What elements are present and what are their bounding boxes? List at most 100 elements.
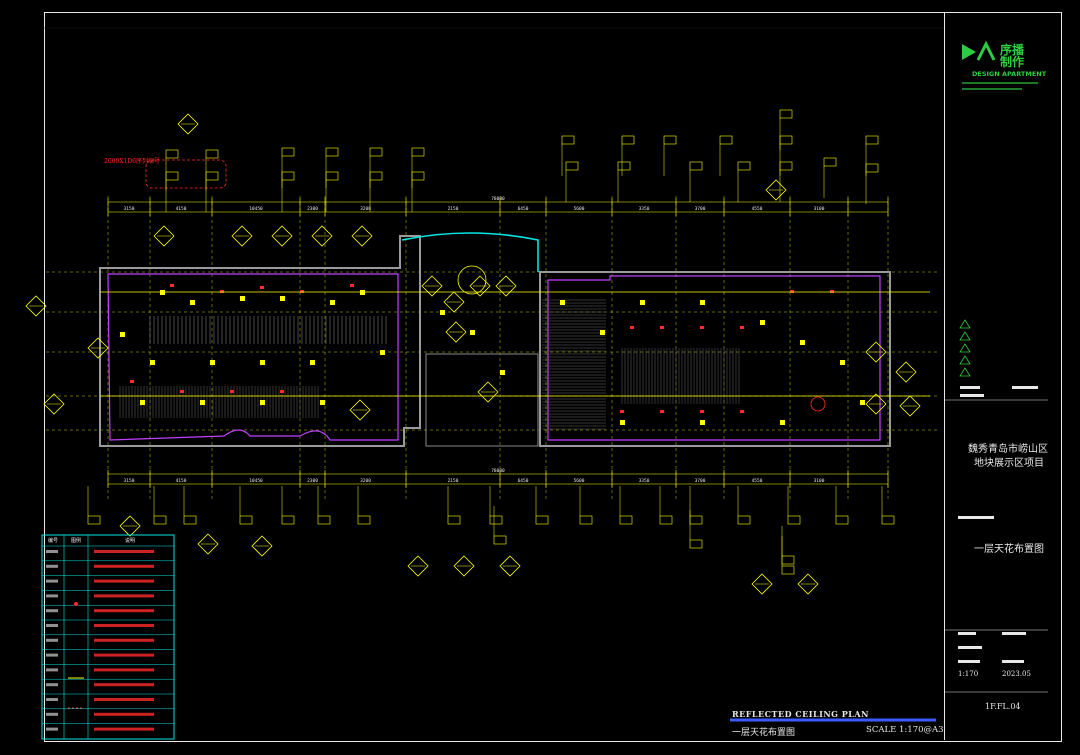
callout-box — [317, 515, 331, 525]
title-block-label — [960, 394, 984, 397]
downlight — [130, 380, 134, 383]
legend-code — [46, 594, 58, 598]
callout-box — [369, 171, 383, 181]
callout-box — [823, 157, 837, 167]
callout-box — [865, 135, 879, 145]
callout-box — [579, 515, 593, 525]
callout-box — [565, 161, 579, 171]
dim-label: 4150 — [176, 206, 187, 212]
detail-tag — [751, 573, 773, 595]
callout-box — [561, 135, 575, 145]
dim-label: 3700 — [695, 478, 706, 484]
downlight — [830, 290, 834, 293]
light-fixture — [560, 300, 565, 305]
project-name-line1: 魏秀青岛市崂山区 — [968, 444, 1048, 455]
dim-label: 10450 — [249, 206, 263, 212]
callout-box — [205, 171, 219, 181]
title-block — [944, 12, 1061, 740]
revision-marker — [959, 319, 971, 329]
callout-box — [617, 161, 631, 171]
dim-label: 2150 — [448, 206, 459, 212]
light-fixture — [840, 360, 845, 365]
light-fixture — [280, 296, 285, 301]
callout-box — [865, 163, 879, 173]
light-fixture — [700, 420, 705, 425]
light-fixture — [620, 420, 625, 425]
callout-box — [165, 171, 179, 181]
light-fixture — [800, 340, 805, 345]
downlight — [700, 410, 704, 413]
callout-box — [369, 147, 383, 157]
detail-tag — [119, 515, 141, 537]
callout-box — [719, 135, 733, 145]
downlight — [660, 410, 664, 413]
revision-marker — [959, 331, 971, 341]
title-block-label — [960, 386, 980, 389]
callout-box — [493, 535, 507, 545]
red-note-box — [145, 159, 227, 189]
brand-name: 序播 制作 — [1000, 43, 1025, 69]
callout-box — [183, 515, 197, 525]
light-fixture — [470, 330, 475, 335]
callout-box — [239, 515, 253, 525]
callout-box — [87, 515, 101, 525]
title-block-label — [1002, 632, 1026, 635]
dim-label: 3100 — [814, 206, 825, 212]
detail-tag — [899, 395, 921, 417]
downlight — [740, 326, 744, 329]
feature-ceiling — [457, 265, 487, 295]
project-name-line2: 地块展示区项目 — [974, 458, 1044, 469]
detail-tag — [351, 225, 373, 247]
scale-value: 1:170 — [958, 670, 979, 678]
detail-tag — [453, 555, 475, 577]
detail-tag — [25, 295, 47, 317]
callout-box — [153, 515, 167, 525]
sheet-border — [44, 12, 1062, 742]
dim-label: 2150 — [448, 478, 459, 484]
detail-tag — [153, 225, 175, 247]
downlight — [230, 390, 234, 393]
legend-desc — [94, 594, 154, 598]
detail-tag — [765, 179, 787, 201]
dim-label: 4550 — [752, 478, 763, 484]
detail-tag — [495, 275, 517, 297]
callout-box — [881, 515, 895, 525]
dim-total-label: 78000 — [491, 468, 505, 474]
title-block-label — [1012, 386, 1038, 389]
light-fixture — [440, 310, 445, 315]
brand-logo-mark — [962, 44, 976, 60]
dim-label: 2300 — [307, 478, 318, 484]
legend-code — [46, 653, 58, 657]
detail-tag — [231, 225, 253, 247]
legend-code — [46, 712, 58, 716]
callout-box — [689, 539, 703, 549]
revision-marker — [959, 343, 971, 353]
downlight — [300, 290, 304, 293]
downlight — [170, 284, 174, 287]
legend-frame — [41, 534, 175, 740]
detail-tags — [25, 109, 921, 595]
dim-label: 2300 — [307, 206, 318, 212]
callout-box — [325, 147, 339, 157]
callout-box — [447, 515, 461, 525]
legend-desc — [94, 727, 154, 731]
callout-box — [325, 171, 339, 181]
light-fixture — [600, 330, 605, 335]
dim-label: 3350 — [639, 206, 650, 212]
downlight — [660, 326, 664, 329]
callout-box — [205, 149, 219, 159]
detail-tag — [469, 275, 491, 297]
light-fixture — [210, 360, 215, 365]
legend-code — [46, 550, 58, 553]
light-fixture — [160, 290, 165, 295]
light-fixture — [760, 320, 765, 325]
dim-label: 3150 — [124, 206, 135, 212]
drawing-name: 一层天花布置图 — [974, 544, 1044, 555]
callout-box — [535, 515, 549, 525]
legend-desc — [94, 712, 154, 716]
light-fixture — [860, 400, 865, 405]
sheet-number: 1F.FL.04 — [985, 702, 1021, 711]
legend-desc — [94, 579, 154, 583]
downlight — [280, 390, 284, 393]
